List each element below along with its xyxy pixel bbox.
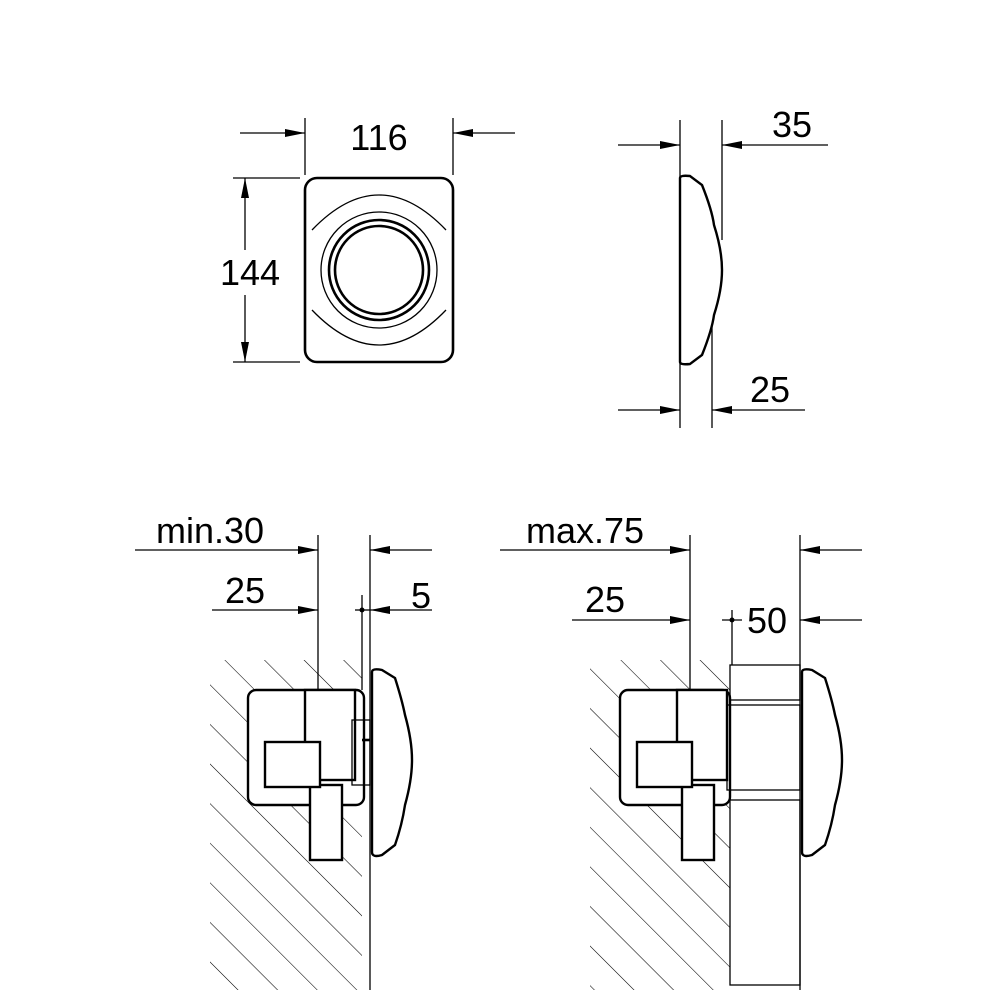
dim-min-30: min.30: [156, 510, 264, 551]
button-ring: [327, 218, 431, 322]
dim-min-25: 25: [225, 570, 265, 611]
dim-height-144: 144: [220, 252, 280, 293]
plate-profile: [370, 668, 414, 858]
push-button: [333, 224, 425, 316]
plate-profile: [800, 668, 844, 858]
inlet-pipe: [263, 740, 322, 789]
dim-max-50: 50: [747, 600, 787, 641]
cover-plate: [303, 176, 455, 364]
dim-depth-25: 25: [750, 369, 790, 410]
outlet-pipe: [680, 783, 716, 862]
dim-width-116: 116: [350, 117, 407, 158]
dim-max-75: max.75: [526, 510, 644, 551]
dim-min-5: 5: [411, 575, 431, 616]
plate-profile: [678, 174, 724, 366]
dim-depth-35: 35: [772, 104, 812, 145]
inlet-pipe: [635, 740, 694, 789]
outlet-pipe: [308, 783, 344, 862]
button-outer-ring: [320, 211, 438, 329]
install-min-view: min.30 25 5: [135, 510, 432, 990]
side-view: 35 25: [618, 104, 828, 428]
dim-max-25: 25: [585, 579, 625, 620]
install-max-view: max.75 25 50: [500, 510, 862, 990]
extension-sleeve: [726, 704, 801, 791]
front-view: 116 144: [220, 117, 515, 364]
